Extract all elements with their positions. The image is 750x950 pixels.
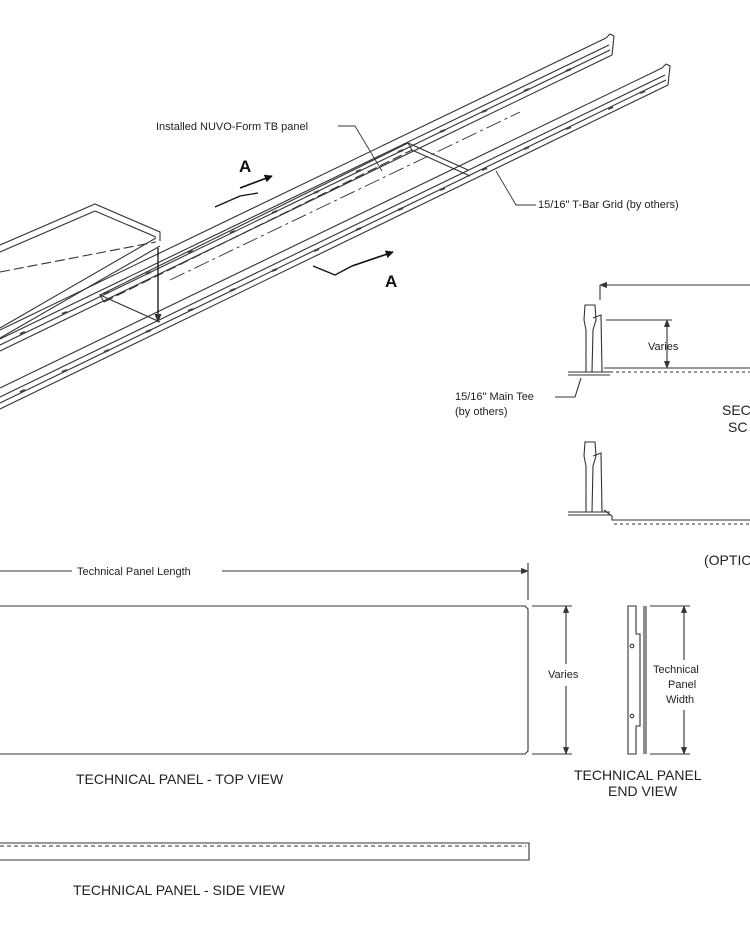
loose-panel	[0, 203, 161, 339]
width-label-line3: Width	[666, 694, 694, 706]
top-view	[0, 563, 572, 755]
main-tee-callout-line1: 15/16" Main Tee	[455, 391, 534, 403]
top-view-title: TECHNICAL PANEL - TOP VIEW	[76, 771, 284, 787]
section-markers	[214, 174, 394, 276]
top-varies-label: Varies	[548, 669, 579, 681]
length-dimension-label: Technical Panel Length	[77, 566, 191, 578]
section-title-line1: SEC	[722, 402, 750, 418]
width-label-line1: Technical	[653, 664, 699, 676]
panel-callout: Installed NUVO-Form TB panel	[156, 121, 308, 133]
grid-callout: 15/16" T-Bar Grid (by others)	[538, 199, 679, 211]
section-marker-a-top: A	[239, 157, 251, 176]
section-marker-a-bottom: A	[385, 272, 397, 291]
side-view-title: TECHNICAL PANEL - SIDE VIEW	[73, 882, 286, 898]
section-centerline	[169, 111, 521, 281]
installed-panel	[98, 142, 471, 323]
side-view	[0, 842, 530, 861]
section-title-line2: SC	[728, 419, 747, 435]
main-tee-callout-line2: (by others)	[455, 406, 508, 418]
section-view	[555, 281, 750, 525]
end-view-title-line1: TECHNICAL PANEL	[574, 767, 702, 783]
end-view-title-line2: END VIEW	[608, 783, 678, 799]
rail-slots	[19, 67, 646, 394]
optional-title: (OPTIO	[704, 552, 750, 568]
callout-leaders	[338, 125, 536, 206]
section-varies-label: Varies	[648, 341, 679, 353]
lower-tbar-rail	[0, 63, 671, 410]
isometric-view	[0, 33, 671, 410]
end-view	[627, 605, 690, 755]
width-label-line2: Panel	[668, 679, 696, 691]
